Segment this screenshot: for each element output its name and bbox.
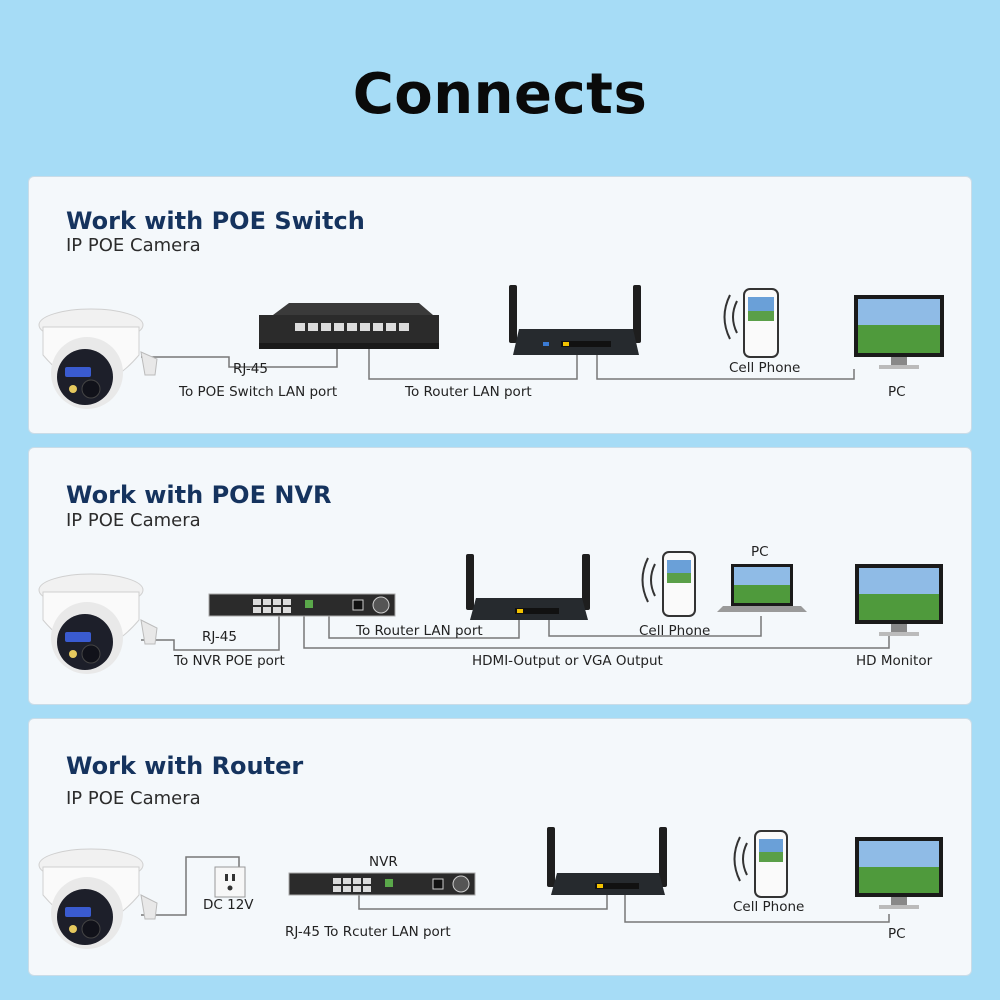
panel-router: Work with Router IP POE Camera <box>28 718 972 976</box>
cell-phone-icon <box>733 830 788 898</box>
panel-poe-switch: Work with POE Switch IP POE Camera <box>28 176 972 434</box>
label-pc: PC <box>888 384 906 400</box>
label-cell-phone: Cell Phone <box>733 899 805 915</box>
laptop-icon <box>717 564 807 612</box>
pc-monitor-icon <box>854 295 944 369</box>
pc-monitor-icon <box>855 837 943 909</box>
label-rj45: RJ-45 <box>202 629 237 645</box>
nvr-icon <box>288 872 476 896</box>
label-pc: PC <box>888 926 906 942</box>
cell-phone-icon <box>723 288 779 358</box>
router-icon <box>509 285 641 355</box>
router-icon <box>547 827 667 895</box>
dome-camera-icon <box>38 308 158 409</box>
power-outlet-icon <box>214 866 246 898</box>
label-hdmi-output: HDMI-Output or VGA Output <box>472 653 663 669</box>
section-subtitle: IP POE Camera <box>66 788 201 809</box>
panel-poe-nvr: Work with POE NVR IP POE Camera <box>28 447 972 705</box>
label-hd-monitor: HD Monitor <box>856 653 933 669</box>
diagram-poe-nvr <box>38 551 943 674</box>
page-title: Connects <box>352 62 648 127</box>
pc-monitor-icon <box>855 564 943 636</box>
label-pc: PC <box>751 544 769 560</box>
diagram-router <box>38 827 943 949</box>
router-icon <box>466 554 590 620</box>
label-to-nvr: To NVR POE port <box>174 653 285 669</box>
section-subtitle: IP POE Camera <box>66 510 201 531</box>
label-cell-phone: Cell Phone <box>639 623 711 639</box>
label-to-router: To Router LAN port <box>356 623 483 639</box>
label-to-poe-switch: To POE Switch LAN port <box>179 384 338 400</box>
nvr-icon <box>208 593 396 617</box>
cell-phone-icon <box>641 551 696 617</box>
section-title: Work with Router <box>66 752 304 780</box>
label-cell-phone: Cell Phone <box>729 360 801 376</box>
label-nvr: NVR <box>369 854 398 870</box>
label-rj45-router: RJ-45 To Rcuter LAN port <box>285 924 451 940</box>
label-rj45: RJ-45 <box>233 361 268 377</box>
dome-camera-icon <box>38 848 158 949</box>
label-to-router: To Router LAN port <box>405 384 532 400</box>
dome-camera-icon <box>38 573 158 674</box>
section-title: Work with POE Switch <box>66 207 365 235</box>
section-title: Work with POE NVR <box>66 481 332 509</box>
diagram-poe-switch <box>38 285 944 409</box>
label-dc-12v: DC 12V <box>203 897 254 913</box>
poe-switch-icon <box>259 303 439 349</box>
section-subtitle: IP POE Camera <box>66 235 201 256</box>
